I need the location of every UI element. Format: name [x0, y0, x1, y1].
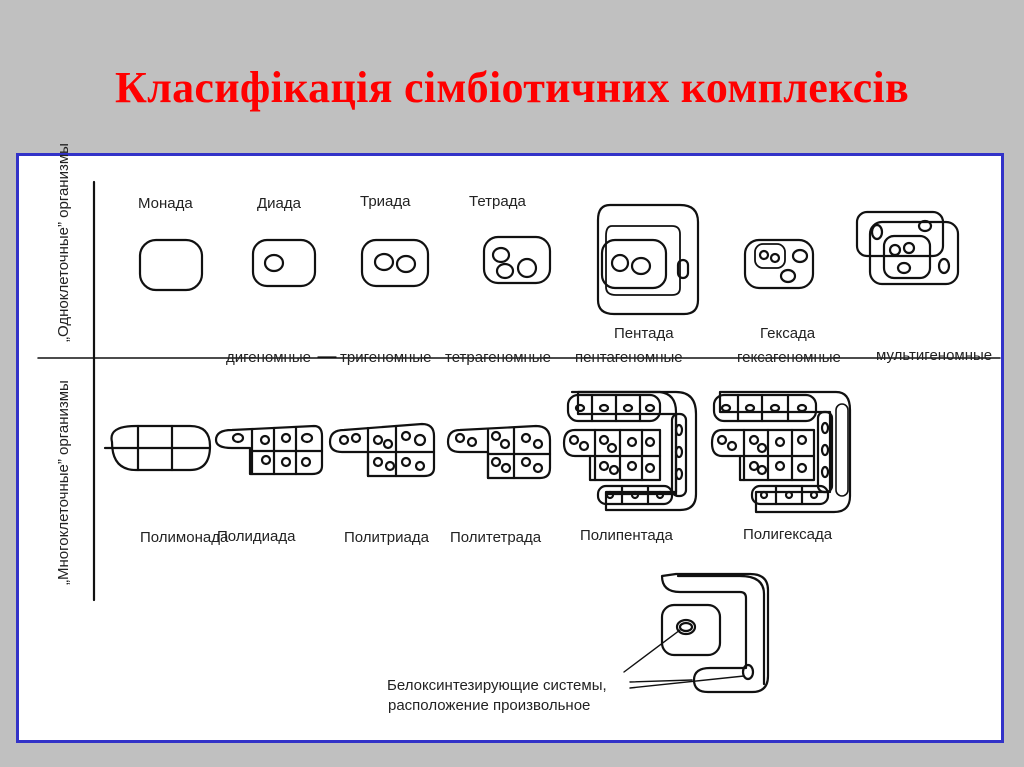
politriada-colony: [328, 422, 436, 478]
pentada-complex: [596, 203, 700, 316]
politetrada-colony: [446, 424, 552, 480]
legend-caption-line-2: расположение произвольное: [388, 697, 590, 714]
label-tetragenomic: тетрагеномные: [445, 349, 551, 366]
label-polipentada: Полипентада: [580, 527, 673, 544]
label-geksada: Гексада: [760, 325, 816, 342]
svg-text:„Одноклеточные” организмы: „Одноклеточные” организмы: [55, 143, 72, 342]
legend-schematic: [660, 572, 770, 694]
label-digenomic: дигеномные: [226, 349, 311, 366]
triada-cell: [360, 238, 430, 288]
axis-label-multicellular: „Многоклеточные” организмы: [55, 380, 72, 585]
monada-cell: [138, 238, 204, 292]
label-triada: Триада: [360, 193, 411, 210]
label-tetrada: Тетрада: [469, 193, 526, 210]
tetrada-cell: [482, 235, 552, 285]
label-monada: Монада: [138, 195, 193, 212]
label-trigenomic: тригеномные: [340, 349, 431, 366]
axis-label-unicellular: „Одноклеточные” организмы: [55, 143, 72, 342]
svg-text:„Многоклеточные” организмы: „Многоклеточные” организмы: [55, 380, 72, 585]
label-pentada: Пентада: [614, 325, 674, 342]
label-polidiada: Полидиада: [217, 528, 296, 545]
label-pentagenomic: пентагеномные: [575, 349, 683, 366]
label-multigenomic: мультигеномные: [876, 347, 992, 364]
poligeksada-colony: [710, 390, 852, 514]
multigenome-complex: [855, 210, 960, 286]
label-polimonada: Полимонада: [140, 529, 229, 546]
legend-pointer-lines: [623, 629, 745, 689]
geksada-cell: [743, 238, 815, 290]
label-geksagenomic: гексагеномные: [737, 349, 841, 366]
polimonada-colony: [103, 424, 212, 472]
slide-title: Класифікація сімбіотичних комплексів: [114, 63, 910, 112]
diada-cell: [251, 238, 317, 288]
polidiada-colony: [214, 424, 324, 476]
label-poligeksada: Полигексада: [743, 526, 833, 543]
polipentada-colony: [562, 390, 698, 512]
label-politriada: Политриада: [344, 529, 430, 546]
label-politetrada: Политетрада: [450, 529, 542, 546]
label-diada: Диада: [257, 195, 302, 212]
legend-caption-line-1: Белоксинтезирующие системы,: [387, 677, 607, 694]
